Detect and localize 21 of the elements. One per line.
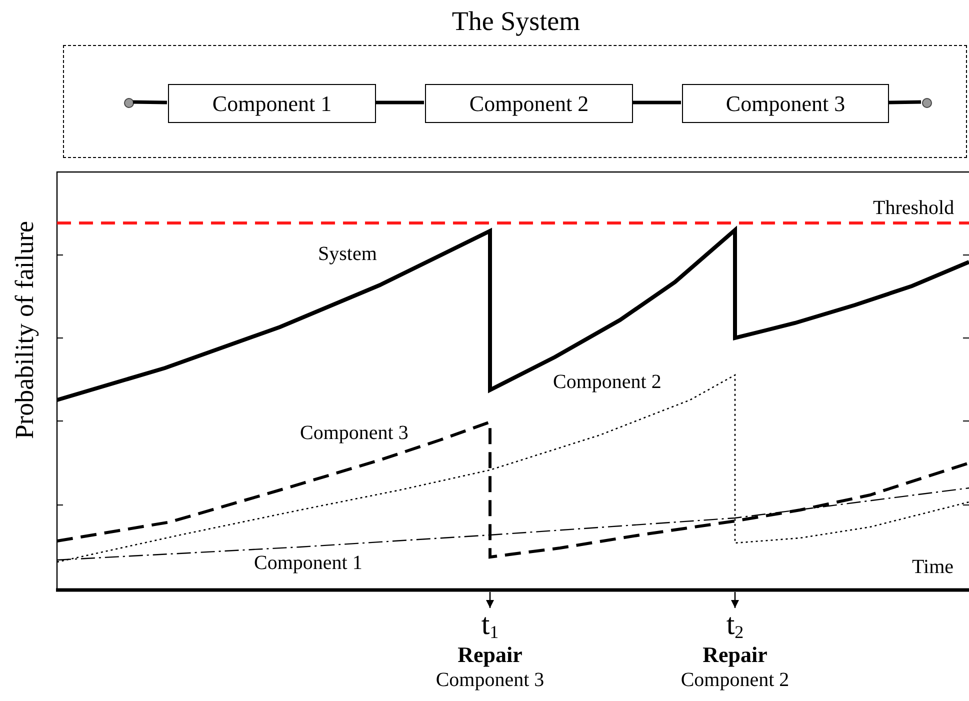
- curve-label: System: [318, 243, 377, 265]
- arrow: [486, 592, 494, 608]
- curve-label: Component 2: [553, 371, 662, 393]
- curve-label: Threshold: [873, 197, 954, 219]
- diagram-heading: The System: [450, 6, 582, 36]
- terminal-dot: [124, 98, 134, 108]
- component-box: Component 3: [682, 84, 889, 123]
- repair-event-label: t$_{2}$ Repair Component 2: [665, 608, 805, 696]
- axis-title: Time: [912, 556, 954, 578]
- axis-title: Probability of failure: [10, 220, 40, 440]
- connector-line: [132, 100, 168, 104]
- connector-line: [375, 100, 424, 104]
- terminal-dot: [922, 98, 932, 108]
- connector-line: [888, 100, 922, 104]
- component-box: Component 2: [425, 84, 633, 123]
- repair-event-label: t$_{1}$ Repair Component 3: [420, 608, 560, 696]
- connector-line: [632, 100, 681, 104]
- curve-label: Component 1: [254, 552, 362, 574]
- arrow: [731, 592, 739, 608]
- curve-label: Component 3: [300, 422, 408, 444]
- component-box: Component 1: [168, 84, 376, 123]
